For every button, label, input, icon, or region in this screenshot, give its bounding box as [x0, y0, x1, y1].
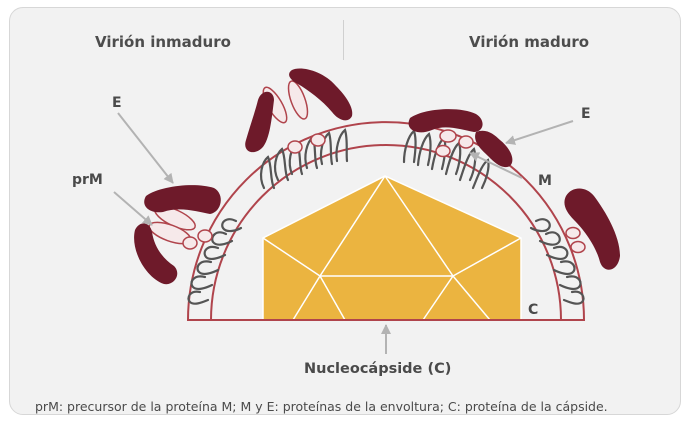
label-prm: prM	[72, 172, 103, 188]
capsid-polyhedron	[263, 176, 521, 320]
label-e-left: E	[112, 95, 122, 111]
caption: prM: precursor de la proteína M; M y E: …	[35, 399, 608, 414]
label-e-right: E	[581, 106, 591, 122]
label-m: M	[538, 173, 552, 189]
label-nucleocapsid: Nucleocápside (C)	[304, 361, 451, 377]
label-c: C	[528, 302, 538, 318]
